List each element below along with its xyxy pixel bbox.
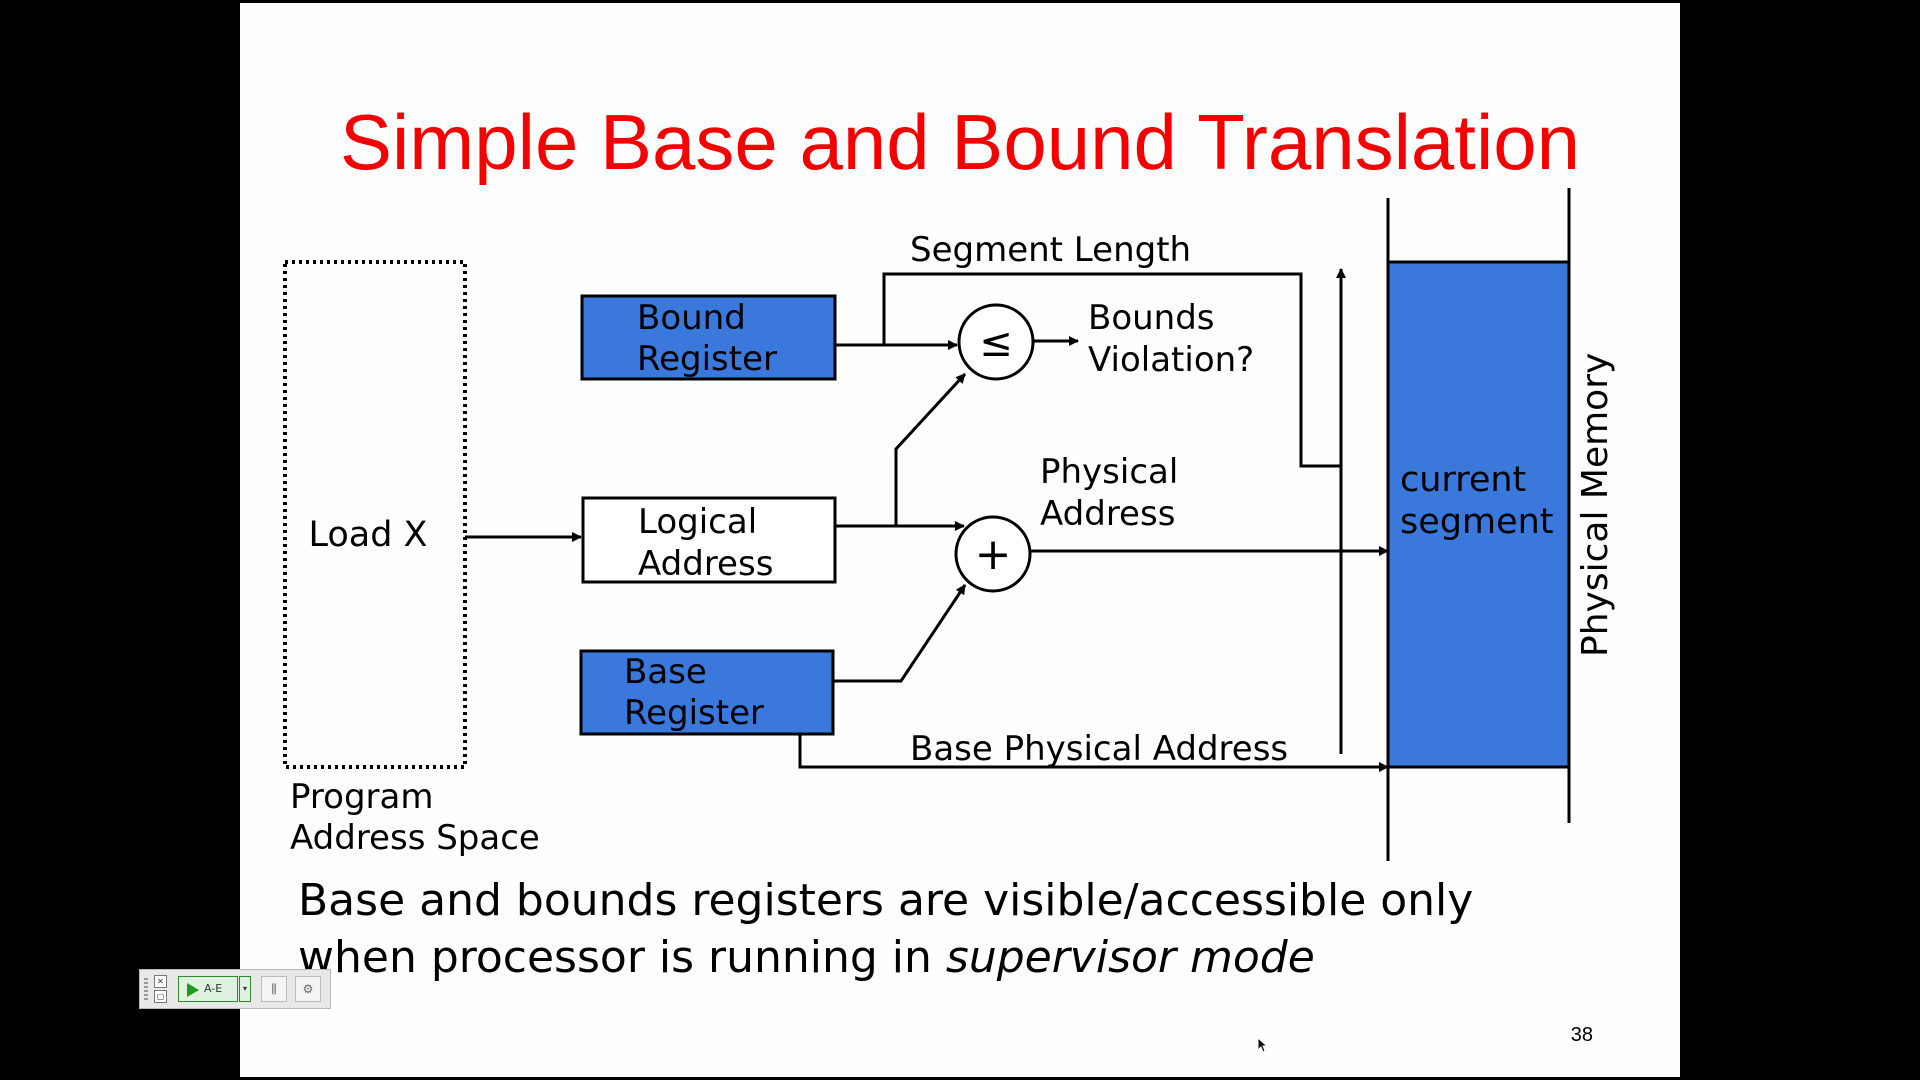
physical-address-line2: Address	[1040, 494, 1175, 534]
list-icon[interactable]: ⫼	[261, 976, 287, 1002]
logical-address-line2: Address	[638, 544, 773, 584]
bound-register-box	[580, 294, 837, 381]
physical-memory-label: Physical Memory	[1575, 353, 1616, 657]
close-icon[interactable]: ✕	[154, 975, 167, 988]
base-register-line1: Base	[624, 652, 707, 692]
base-register-line2: Register	[624, 693, 764, 733]
physical-address-line1: Physical	[1040, 452, 1178, 492]
presentation-toolbar: ✕ ▢ A-E ▾ ⫼ ⚙	[139, 969, 331, 1009]
bounds-violation-line2: Violation?	[1088, 340, 1254, 380]
caption-line1: Base and bounds registers are visible/ac…	[298, 875, 1473, 926]
slide: Simple Base and Bound Translation Load X…	[240, 3, 1680, 1077]
adder-symbol: +	[975, 529, 1012, 580]
restore-icon[interactable]: ▢	[154, 990, 167, 1003]
base-physical-arrow	[798, 734, 1389, 772]
segment-length-line	[882, 272, 1340, 468]
play-icon	[187, 983, 199, 997]
base-to-adder-arrow	[833, 584, 967, 683]
base-physical-address-label: Base Physical Address	[910, 729, 1288, 769]
caption-line2-prefix: when processor is running in	[298, 932, 946, 983]
gear-icon[interactable]: ⚙	[295, 976, 321, 1002]
logical-address-box	[581, 496, 837, 584]
bound-register-line1: Bound	[637, 298, 746, 338]
bound-register-line2: Register	[637, 339, 777, 379]
play-button-label: A-E	[204, 982, 223, 995]
play-button[interactable]: A-E	[178, 976, 238, 1002]
program-caption-line2: Address Space	[290, 818, 540, 858]
play-dropdown-button[interactable]: ▾	[239, 976, 251, 1002]
segment-line2: segment	[1400, 502, 1554, 542]
bounds-violation-line1: Bounds	[1088, 298, 1215, 338]
caption-emphasis: supervisor mode	[946, 932, 1315, 983]
segment-line1: current	[1400, 460, 1526, 500]
mouse-cursor-icon	[1257, 1037, 1269, 1053]
segment-length-label: Segment Length	[910, 230, 1191, 270]
page-number: 38	[1571, 1024, 1593, 1046]
load-x-label: Load X	[308, 515, 427, 555]
comparator-symbol: ≤	[979, 320, 1013, 366]
base-bound-diagram: Simple Base and Bound Translation Load X…	[283, 98, 1616, 1046]
logical-to-compare-arrow	[894, 372, 967, 526]
adder-circle	[954, 515, 1032, 593]
program-caption-line1: Program	[290, 777, 433, 817]
base-register-box	[579, 649, 835, 736]
slide-title: Simple Base and Bound Translation	[340, 98, 1580, 186]
caption-line2: when processor is running in supervisor …	[298, 932, 1315, 983]
logical-address-line1: Logical	[638, 502, 757, 542]
current-segment-box	[1386, 260, 1571, 769]
toolbar-grip-handle[interactable]	[144, 978, 148, 1000]
